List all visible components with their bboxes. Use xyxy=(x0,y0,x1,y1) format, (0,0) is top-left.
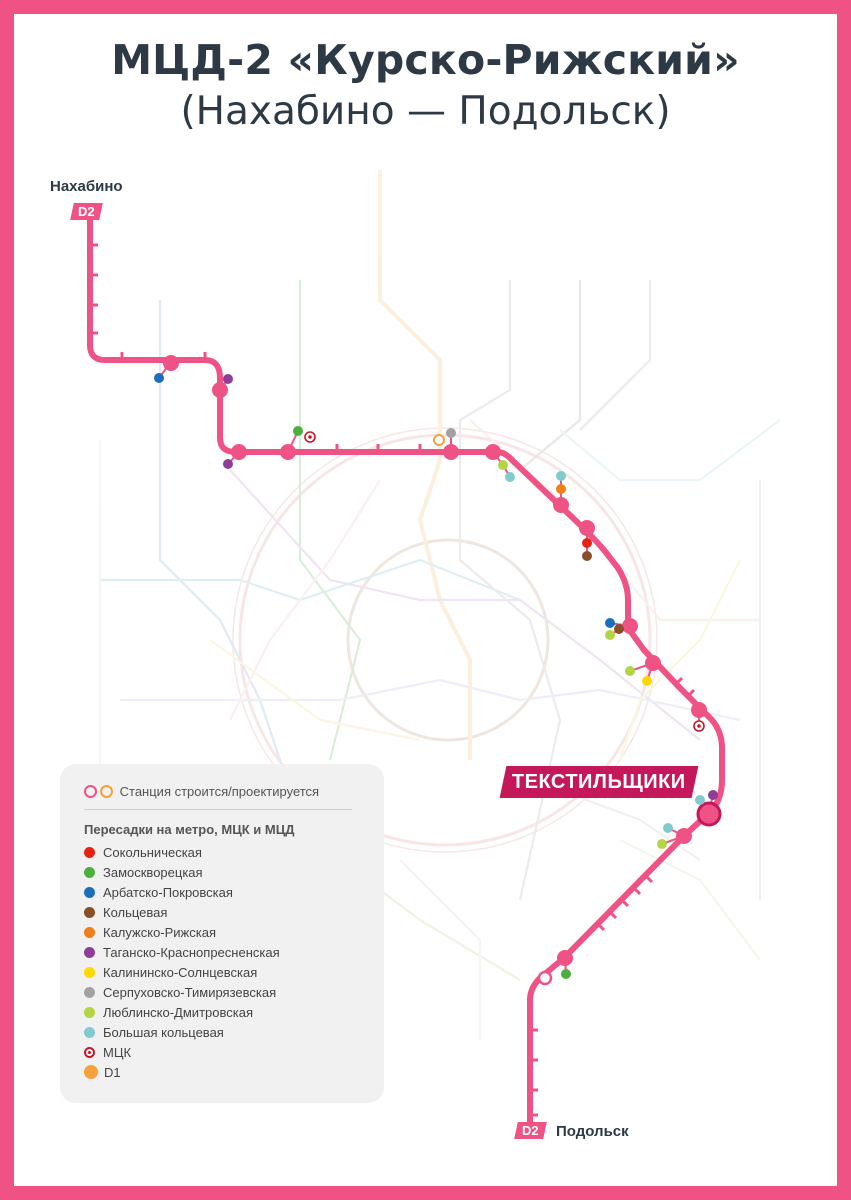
d1-icon xyxy=(84,1065,98,1079)
legend-item-label: Калининско-Солнцевская xyxy=(103,964,258,980)
terminal-south-label: Подольск xyxy=(556,1123,629,1140)
line-color-dot-icon xyxy=(84,966,95,978)
mck-icon xyxy=(84,1046,95,1058)
legend-item: Арбатско-Покровская xyxy=(84,882,280,902)
station-node xyxy=(443,444,459,460)
highlighted-station-label: ТЕКСТИЛЬЩИКИ xyxy=(499,766,699,798)
d2-badge-north: D2 xyxy=(70,203,103,220)
legend-item: Кольцевая xyxy=(84,902,280,922)
legend-item-label: Замоскворецкая xyxy=(103,864,203,880)
route-ticks xyxy=(90,243,696,1117)
legend-item: Серпуховско-Тимирязевская xyxy=(84,982,280,1002)
legend-item: Калининско-Солнцевская xyxy=(84,962,280,982)
line-color-dot-icon xyxy=(84,906,95,918)
station-node xyxy=(485,444,501,460)
line-color-dot-icon xyxy=(84,1026,95,1038)
legend-item-label: Сокольническая xyxy=(103,844,202,860)
legend-item: D1 xyxy=(84,1062,280,1082)
legend-item-label: Таганско-Краснопресненская xyxy=(103,944,280,960)
legend-construction-label: Станция строится/проектируется xyxy=(119,784,320,799)
legend-item: МЦК xyxy=(84,1042,280,1062)
station-node xyxy=(676,828,692,844)
legend-item-label: Серпуховско-Тимирязевская xyxy=(103,984,277,1000)
station-under-construction xyxy=(537,970,553,986)
line-color-dot-icon xyxy=(84,1006,95,1018)
legend-heading: Пересадки на метро, МЦК и МЦД xyxy=(84,822,295,837)
legend-item-label: Калужско-Рижская xyxy=(103,924,216,940)
legend-item-label: D1 xyxy=(104,1064,121,1080)
legend-construction: Станция строится/проектируется xyxy=(84,784,319,799)
station-node xyxy=(163,355,179,371)
station-node-tekstilshchiki xyxy=(696,801,722,827)
construction-ring-d1-icon xyxy=(100,785,113,798)
legend-item: Сокольническая xyxy=(84,842,280,862)
station-node xyxy=(280,444,296,460)
legend-item-label: Большая кольцевая xyxy=(103,1024,224,1040)
legend-item: Большая кольцевая xyxy=(84,1022,280,1042)
station-node xyxy=(557,950,573,966)
legend-item: Калужско-Рижская xyxy=(84,922,280,942)
station-node xyxy=(579,520,595,536)
terminal-north-label: Нахабино xyxy=(50,178,123,195)
legend-item-label: Кольцевая xyxy=(103,904,168,920)
line-color-dot-icon xyxy=(84,866,95,878)
d2-line xyxy=(87,210,725,1131)
page-title: МЦД-2 «Курско-Рижский» xyxy=(111,36,740,84)
legend-divider xyxy=(84,809,352,810)
legend-item-label: Арбатско-Покровская xyxy=(103,884,233,900)
legend-item-label: МЦК xyxy=(103,1044,132,1060)
line-color-dot-icon xyxy=(84,886,95,898)
station-node xyxy=(231,444,247,460)
legend-item: Люблинско-Дмитровская xyxy=(84,1002,280,1022)
station-node xyxy=(691,702,707,718)
page-subtitle: (Нахабино — Подольск) xyxy=(180,89,671,134)
line-color-dot-icon xyxy=(84,946,95,958)
d2-badge-south: D2 xyxy=(514,1122,547,1139)
station-node xyxy=(212,382,228,398)
station-node xyxy=(645,655,661,671)
legend-item: Замоскворецкая xyxy=(84,862,280,882)
legend: Станция строится/проектируется Пересадки… xyxy=(60,764,384,1103)
legend-item: Таганско-Краснопресненская xyxy=(84,942,280,962)
line-color-dot-icon xyxy=(84,986,95,998)
station-node xyxy=(622,618,638,634)
d2-stations xyxy=(163,355,707,966)
construction-ring-icon xyxy=(84,785,97,798)
line-color-dot-icon xyxy=(84,846,95,858)
line-color-dot-icon xyxy=(84,926,95,938)
legend-item-label: Люблинско-Дмитровская xyxy=(103,1004,253,1020)
transfer-dots xyxy=(154,373,718,979)
station-node xyxy=(553,497,569,513)
